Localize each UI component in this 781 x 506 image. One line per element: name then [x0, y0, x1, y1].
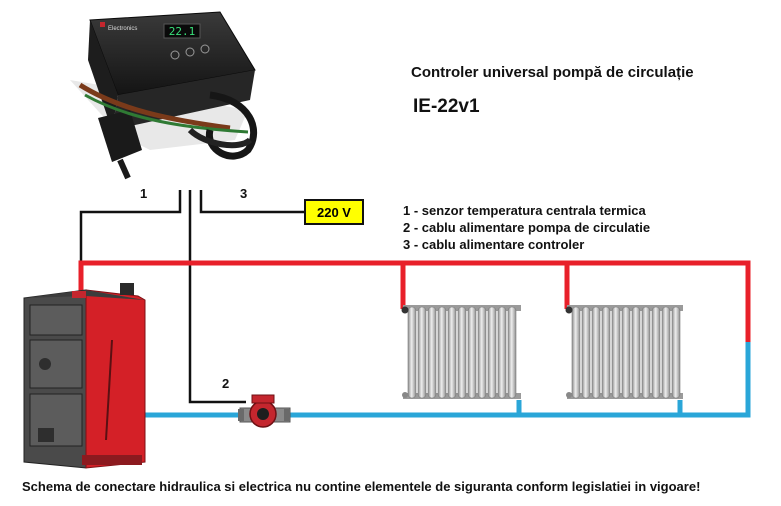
return-pipe: [145, 342, 751, 418]
wire-sensor: [79, 190, 182, 263]
model-name: IE-22v1: [413, 96, 480, 117]
page-title: Controler universal pompă de circulație: [411, 64, 694, 81]
device-brand: Electronics: [108, 26, 137, 32]
wire-pump: [188, 190, 246, 404]
legend-item-3: 3 - cablu alimentare controler: [403, 237, 585, 252]
circulation-pump: [238, 394, 291, 428]
radiator-2: [565, 305, 683, 399]
device-display: 22.1: [169, 25, 196, 38]
legend-item-2: 2 - cablu alimentare pompa de circulatie: [403, 220, 651, 235]
cable-number-2: 2: [222, 376, 230, 391]
cable-number-3: 3: [240, 186, 248, 201]
legend-item-1: 1 - senzor temperatura centrala termica: [403, 203, 646, 218]
power-supply-box: 220 V: [304, 199, 364, 225]
supply-pipe: [78, 260, 751, 342]
radiator-1: [401, 305, 521, 399]
legend: 1 - senzor temperatura centrala termica …: [403, 202, 650, 253]
controller-device: 22.1 Electronics: [70, 11, 258, 180]
wire-power: [199, 190, 304, 214]
cable-number-1: 1: [140, 186, 148, 201]
safety-disclaimer: Schema de conectare hidraulica si electr…: [22, 479, 701, 494]
boiler: [23, 283, 146, 469]
